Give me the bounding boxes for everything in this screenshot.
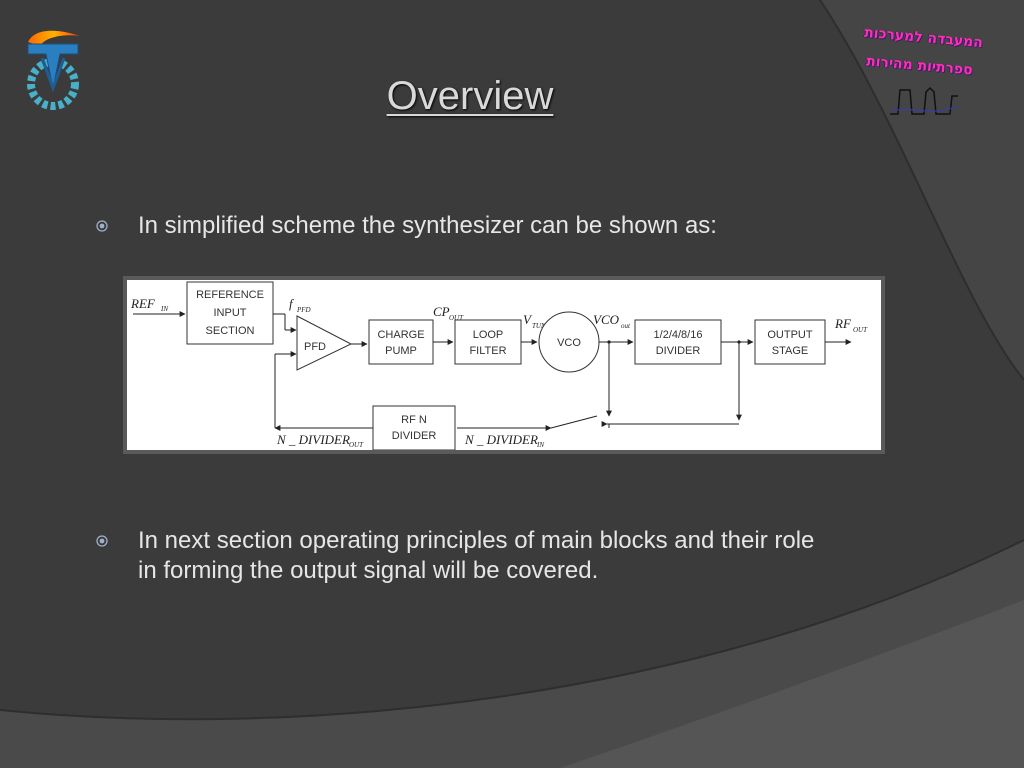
block-diagram-canvas: REF IN REFERENCE INPUT SECTION f PFD PFD bbox=[127, 280, 881, 450]
block-vco: VCO bbox=[538, 311, 600, 373]
bullet-text: In simplified scheme the synthesizer can… bbox=[138, 212, 717, 239]
lab-logo: המעבדה למערכות ספרתיות מהירות bbox=[858, 24, 998, 122]
svg-text:VCO: VCO bbox=[557, 337, 581, 349]
svg-text:DIVIDER: DIVIDER bbox=[656, 345, 701, 357]
svg-text:DIVIDER: DIVIDER bbox=[392, 430, 437, 442]
signal-n-divider-in-sub: IN bbox=[536, 441, 544, 449]
svg-text:1/2/4/8/16: 1/2/4/8/16 bbox=[654, 329, 703, 341]
svg-text:FILTER: FILTER bbox=[469, 345, 506, 357]
signal-rf-out-sub: OUT bbox=[853, 326, 868, 334]
block-output-divider: 1/2/4/8/16 DIVIDER bbox=[634, 319, 722, 365]
signal-f-pfd: f bbox=[289, 296, 295, 311]
svg-text:SECTION: SECTION bbox=[206, 325, 255, 337]
synthesizer-block-diagram: REF IN REFERENCE INPUT SECTION f PFD PFD bbox=[123, 276, 885, 454]
signal-n-divider-in: N _ DIVIDER bbox=[464, 432, 538, 447]
svg-text:OUTPUT: OUTPUT bbox=[767, 329, 813, 341]
svg-text:STAGE: STAGE bbox=[772, 345, 808, 357]
signal-vco-out-sub: out bbox=[621, 322, 631, 330]
signal-cp-out: CP bbox=[433, 304, 450, 319]
lab-name-line-1: המעבדה למערכות bbox=[863, 24, 984, 52]
signal-ref-in-sub: IN bbox=[160, 305, 168, 313]
block-loop-filter: LOOP FILTER bbox=[454, 319, 522, 365]
technion-logo-icon bbox=[27, 30, 80, 110]
slide-title: Overview bbox=[386, 74, 554, 118]
circled-dot-icon bbox=[96, 535, 108, 547]
signal-vco-out: VCO bbox=[593, 312, 620, 327]
svg-text:CHARGE: CHARGE bbox=[377, 329, 424, 341]
signal-v-tune: V bbox=[523, 312, 533, 327]
block-pfd: PFD bbox=[296, 315, 353, 371]
signal-v-tune-sub: TUNE bbox=[532, 322, 551, 330]
signal-ref-in: REF bbox=[130, 296, 156, 311]
signal-cp-out-sub: OUT bbox=[449, 314, 464, 322]
circled-dot-icon bbox=[96, 220, 108, 232]
bullet-text-line: In next section operating principles of … bbox=[138, 527, 815, 554]
signal-rf-out: RF bbox=[834, 316, 852, 331]
svg-text:RF N: RF N bbox=[401, 414, 427, 426]
svg-text:PUMP: PUMP bbox=[385, 345, 417, 357]
block-charge-pump: CHARGE PUMP bbox=[368, 319, 434, 365]
signal-n-divider-out: N _ DIVIDER bbox=[276, 432, 350, 447]
bullet-text-line: in forming the output signal will be cov… bbox=[138, 557, 599, 584]
lab-signal-logo-icon bbox=[890, 86, 959, 115]
svg-text:LOOP: LOOP bbox=[473, 329, 504, 341]
signal-n-divider-out-sub: OUT bbox=[349, 441, 364, 449]
signal-f-pfd-sub: PFD bbox=[296, 306, 311, 314]
technion-logo bbox=[22, 24, 84, 119]
block-reference-input: REFERENCE INPUT SECTION bbox=[186, 281, 274, 345]
block-rf-n-divider: RF N DIVIDER bbox=[372, 405, 456, 450]
svg-text:PFD: PFD bbox=[304, 341, 326, 353]
svg-text:REFERENCE: REFERENCE bbox=[196, 289, 264, 301]
svg-text:INPUT: INPUT bbox=[214, 307, 247, 319]
block-output-stage: OUTPUT STAGE bbox=[754, 319, 826, 365]
